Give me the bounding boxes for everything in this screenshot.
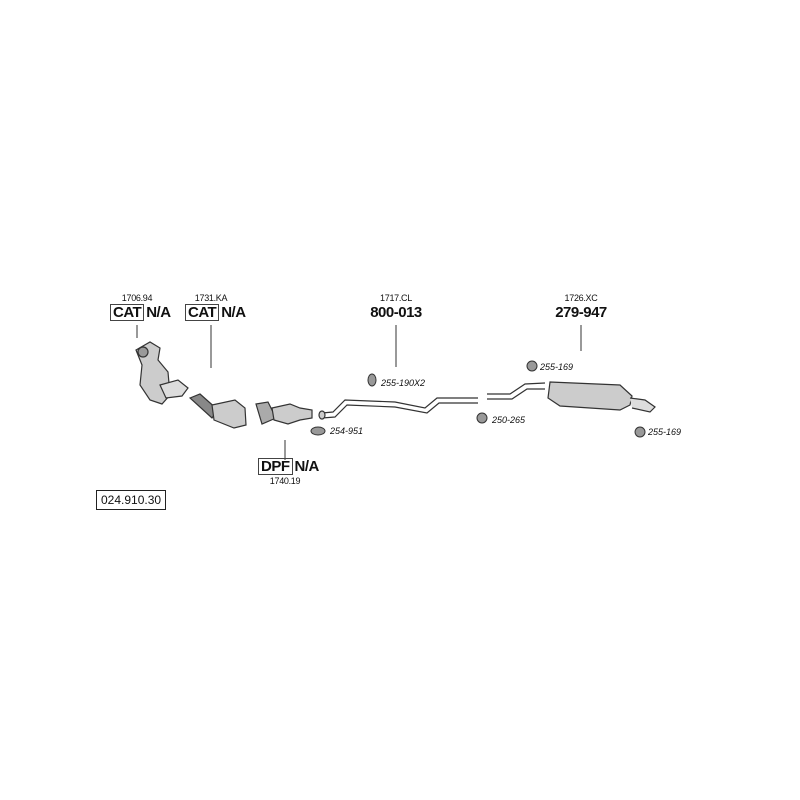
dpf-filter <box>255 401 313 425</box>
status-label: N/A <box>294 458 320 475</box>
fitting-label: 254-951 <box>330 426 364 436</box>
hanger-icon <box>367 373 377 387</box>
leader-lines <box>136 325 582 460</box>
cat-na-tag: CAT N/A <box>110 304 171 321</box>
rear-silencer <box>487 381 656 413</box>
cat-na-tag: CAT N/A <box>185 304 246 321</box>
reference-number: 024.910.30 <box>96 490 167 510</box>
fitting-label: 255-169 <box>540 362 574 372</box>
type-box: CAT <box>185 304 220 321</box>
rubber-mount-icon <box>526 360 538 372</box>
component-code: 1740.19 <box>269 476 301 486</box>
type-box: DPF <box>258 458 293 475</box>
fitting-label: 255-190X2 <box>381 378 426 388</box>
component-code: 1717.CL <box>380 293 412 303</box>
component-code: 1726.XC <box>564 293 598 303</box>
part-number: 279-947 <box>555 304 607 321</box>
fitting-label: 255-169 <box>648 427 682 437</box>
gasket-icon <box>310 426 326 436</box>
component-code: 1731.KA <box>194 293 228 303</box>
status-label: N/A <box>221 304 246 321</box>
dpf-na-tag: DPF N/A <box>258 458 319 475</box>
status-label: N/A <box>146 304 171 321</box>
middle-pipe <box>318 397 478 420</box>
clamp-icon <box>476 412 488 424</box>
component-code: 1706.94 <box>121 293 153 303</box>
part-number: 800-013 <box>370 304 422 321</box>
fitting-label: 250-265 <box>492 415 526 425</box>
rubber-mount-icon <box>634 426 646 438</box>
type-box: CAT <box>110 304 145 321</box>
catalytic-converter-2 <box>188 393 247 429</box>
catalytic-converter-1 <box>135 341 189 405</box>
